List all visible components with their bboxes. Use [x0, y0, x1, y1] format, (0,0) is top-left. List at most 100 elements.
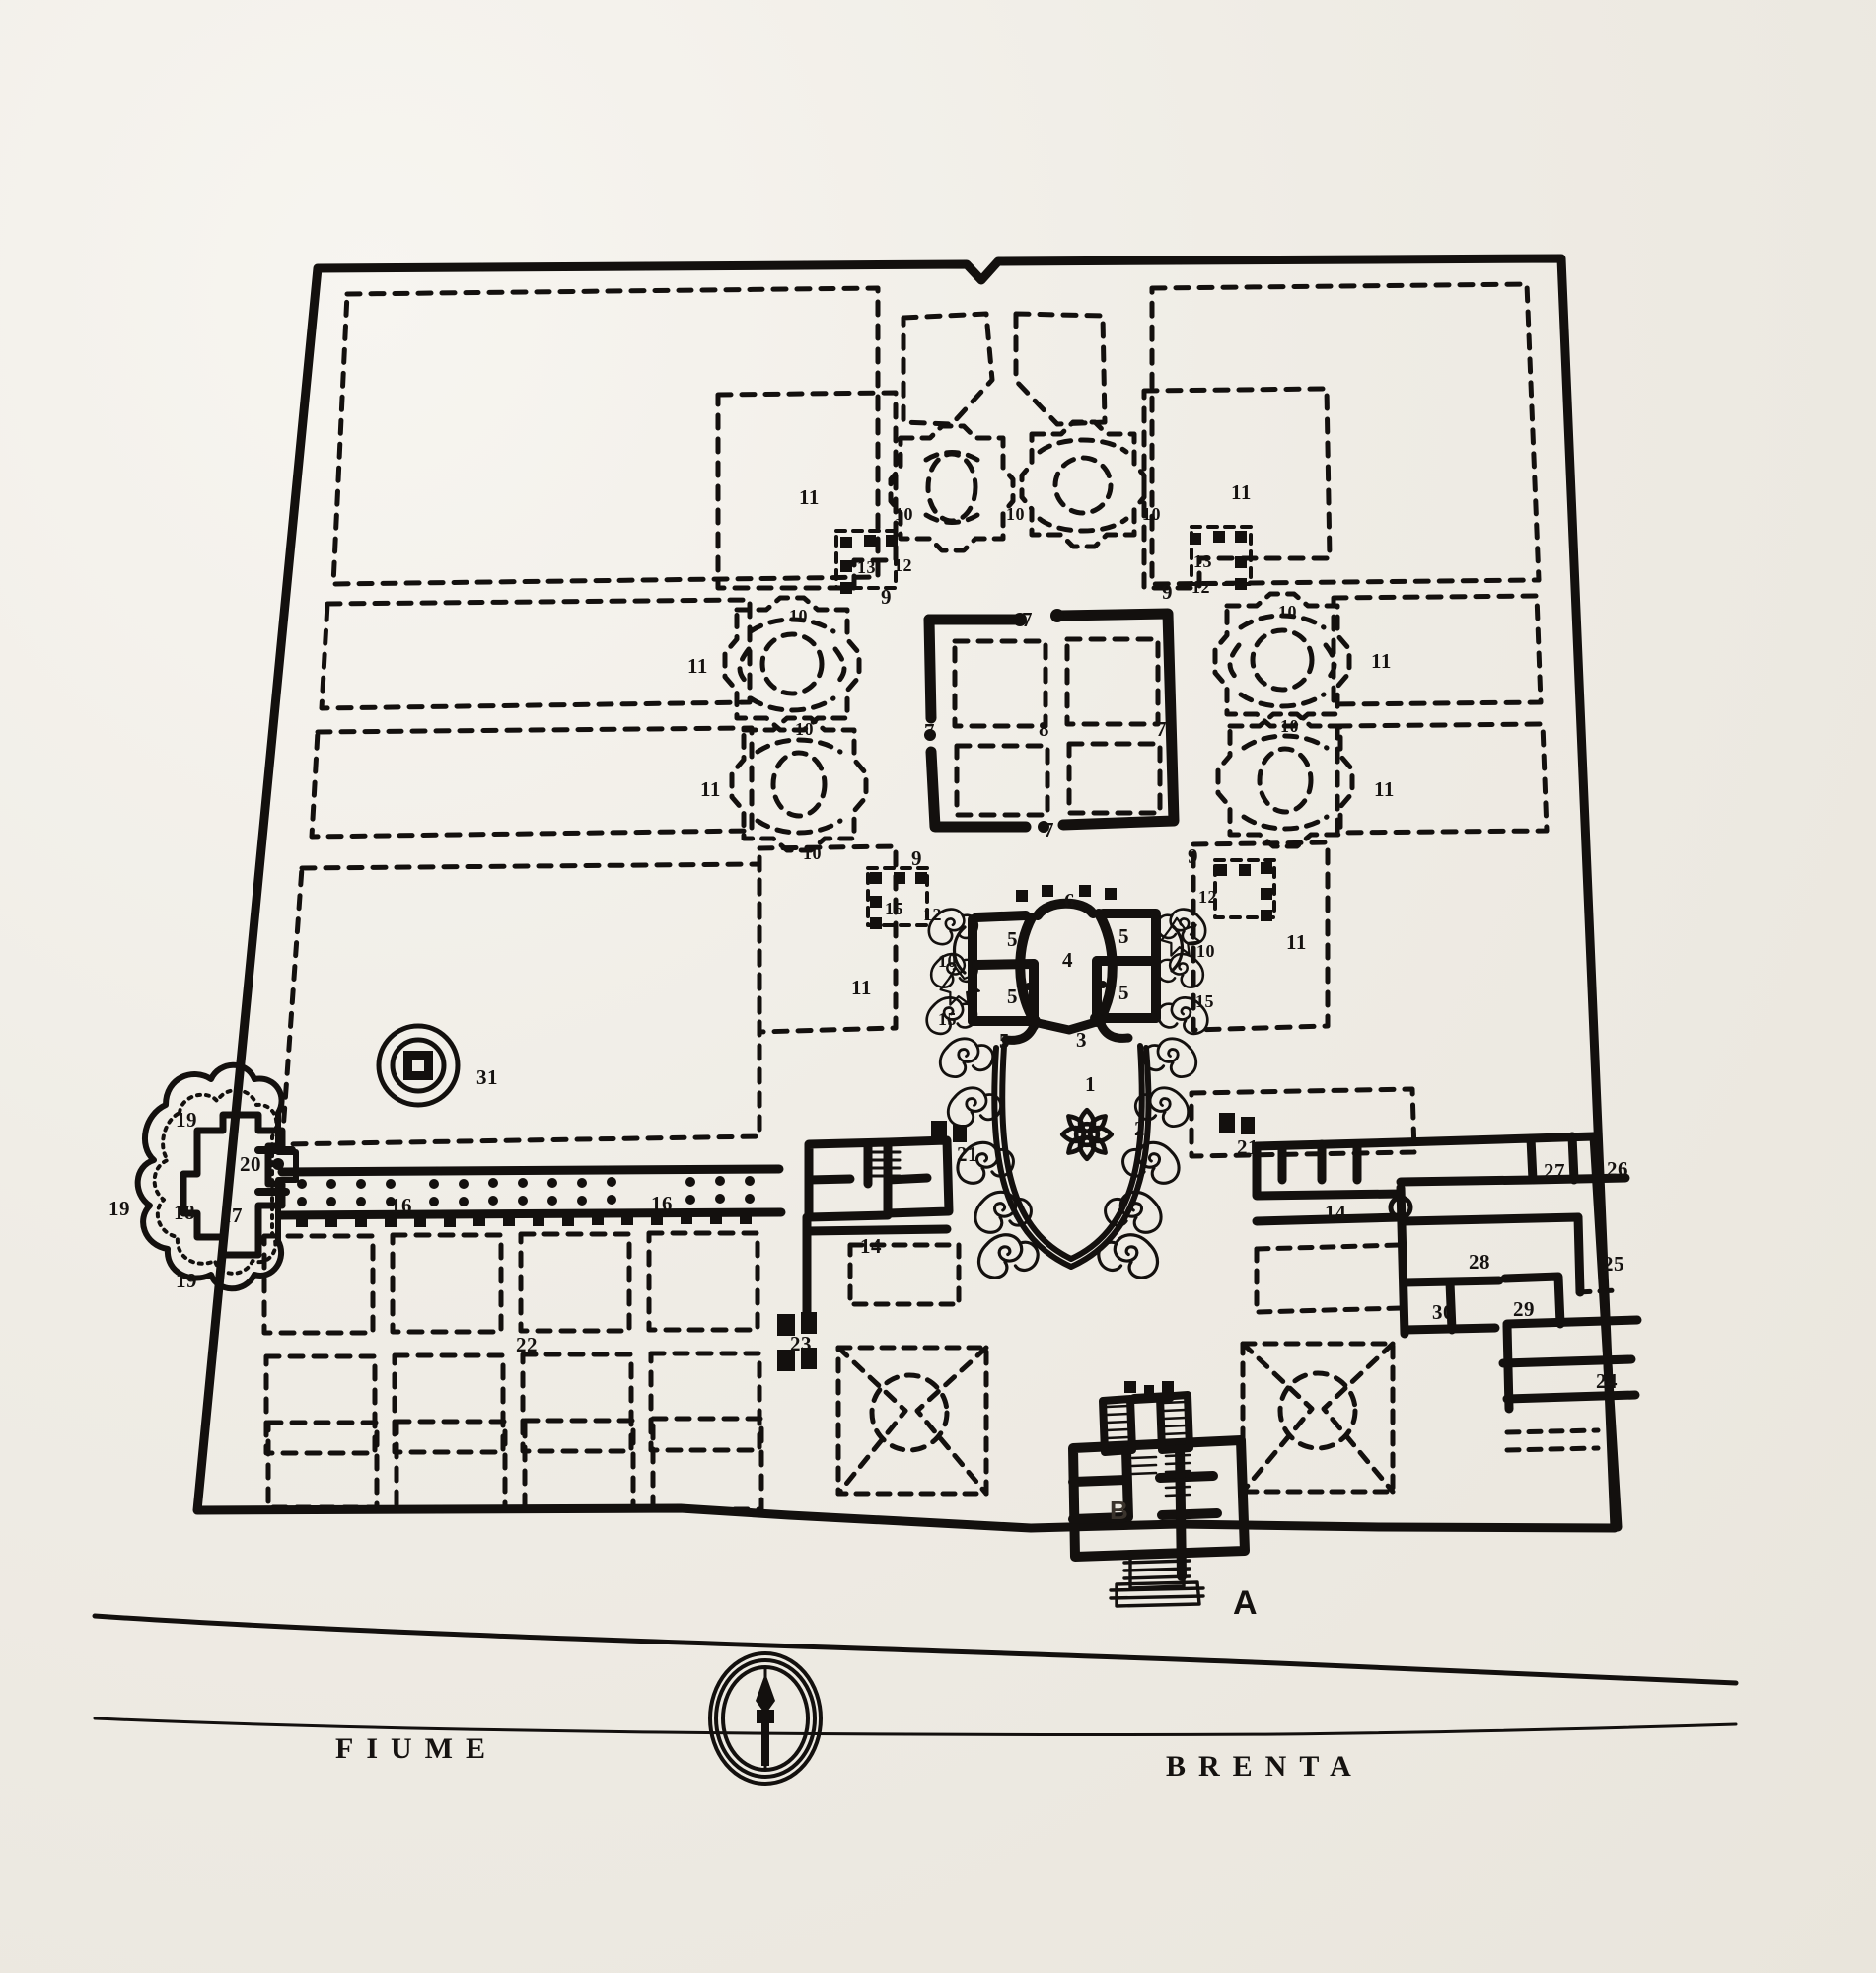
key-label-19: 19 — [176, 1269, 197, 1292]
key-label-9: 9 — [1162, 580, 1173, 604]
key-label-10: 10 — [789, 606, 808, 625]
key-label-10: 10 — [1280, 716, 1299, 736]
top-gate-plots — [901, 311, 1108, 427]
key-label-14: 14 — [1325, 1201, 1346, 1224]
key-label-31: 31 — [476, 1065, 498, 1089]
key-label-10: 10 — [803, 843, 822, 863]
key-label-7: 7 — [924, 719, 935, 743]
marker-cluster-right — [1190, 525, 1253, 586]
key-label-23: 23 — [790, 1332, 812, 1355]
compass-rose-ring — [708, 1651, 823, 1786]
river-bank-line — [92, 1613, 1739, 1686]
building-14-left — [802, 1135, 954, 1327]
key-label-11: 11 — [687, 654, 708, 678]
orchard-grid-22 — [261, 1230, 764, 1512]
marker-a: A — [1233, 1584, 1258, 1622]
key-label-11: 11 — [799, 485, 820, 509]
key-label-7: 7 — [1044, 818, 1054, 841]
key-label-22: 22 — [516, 1333, 538, 1356]
key-label-30: 30 — [1432, 1300, 1454, 1324]
building-b-top-markers — [1124, 1381, 1174, 1395]
oval-fountain-2 — [1062, 1110, 1112, 1159]
key-label-16: 16 — [651, 1192, 673, 1215]
building-b-hatch — [1105, 1400, 1191, 1498]
quatrefoil-pavilion-dotted — [152, 1088, 279, 1276]
roundel-31-hole — [412, 1060, 424, 1071]
avenue-16-walls — [275, 1164, 786, 1220]
key-label-9: 9 — [881, 585, 892, 609]
key-label-10: 10 — [795, 719, 814, 739]
roundel-31 — [376, 1023, 461, 1108]
key-label-7: 7 — [1022, 608, 1033, 631]
key-label-13: 13 — [857, 557, 876, 577]
building-14-left-bed — [847, 1242, 962, 1307]
key-label-6: 6 — [1064, 889, 1075, 913]
key-label-11: 11 — [1374, 777, 1395, 801]
key-label-10: 10 — [895, 504, 913, 524]
walled-garden-gate-nodes — [924, 609, 1064, 833]
key-label-19: 19 — [176, 1108, 197, 1132]
key-label-12: 12 — [923, 905, 942, 924]
key-label-4: 4 — [1062, 948, 1073, 972]
key-label-11: 11 — [1231, 480, 1252, 504]
key-label-19: 19 — [108, 1197, 130, 1220]
outer-hedge-bands — [279, 281, 1550, 1147]
key-label-11: 11 — [1371, 649, 1392, 673]
key-label-5: 5 — [1118, 981, 1129, 1004]
key-label-2: 2 — [1134, 1117, 1145, 1140]
gate-piers-21 — [931, 1113, 1255, 1142]
marker-squares-lower-right — [1215, 862, 1272, 921]
key-label-10: 10 — [1196, 941, 1215, 961]
key-label-15: 15 — [885, 899, 903, 918]
right-complex-gate-node — [1388, 1195, 1413, 1220]
key-label-5: 5 — [1118, 924, 1129, 948]
marker-cluster-lower-left — [866, 866, 929, 927]
villa-main-block — [968, 898, 1161, 1031]
key-label-17: 17 — [221, 1204, 243, 1227]
key-label-8: 8 — [1039, 717, 1049, 741]
right-complex-walls — [1252, 1132, 1642, 1532]
key-label-20: 20 — [240, 1152, 261, 1176]
key-label-3: 3 — [1076, 1028, 1087, 1052]
inner-garden-frames — [715, 386, 1417, 1159]
key-label-21: 21 — [1237, 1135, 1259, 1159]
marker-cluster-lower-right — [1213, 858, 1276, 919]
key-label-27: 27 — [1544, 1159, 1565, 1183]
key-label-5: 5 — [1007, 927, 1018, 951]
key-label-10: 10 — [1142, 504, 1161, 524]
key-label-13: 13 — [1193, 551, 1212, 571]
key-label-9: 9 — [1188, 844, 1198, 868]
key-label-5: 5 — [999, 1029, 1010, 1053]
river-label-left: FIUME — [335, 1732, 498, 1765]
marker-cluster-left — [834, 529, 898, 590]
pavilion-node-20 — [272, 1158, 284, 1170]
circular-parterres — [722, 419, 1355, 853]
key-label-15: 15 — [938, 1009, 957, 1029]
key-label-14: 14 — [860, 1234, 882, 1258]
key-label-11: 11 — [700, 777, 721, 801]
marker-b: B — [1110, 1496, 1128, 1525]
key-label-11: 11 — [1286, 930, 1307, 954]
river-far-line — [93, 1717, 1738, 1736]
lower-parterre-left — [835, 1345, 989, 1497]
key-label-24: 24 — [1596, 1369, 1618, 1393]
key-label-29: 29 — [1513, 1297, 1535, 1321]
key-label-15: 15 — [1195, 991, 1214, 1011]
key-label-12: 12 — [894, 555, 912, 575]
pavilion-link-20 — [254, 1146, 296, 1196]
key-label-11: 11 — [851, 976, 872, 999]
key-label-7: 7 — [1156, 717, 1167, 741]
key-label-18: 18 — [174, 1201, 195, 1224]
key-label-10: 10 — [1278, 602, 1297, 621]
key-label-9: 9 — [911, 846, 922, 870]
key-label-10: 10 — [938, 951, 957, 971]
river-label-right: BRENTA — [1166, 1750, 1364, 1783]
key-label-26: 26 — [1607, 1157, 1628, 1181]
key-label-5: 5 — [1007, 985, 1018, 1008]
baroque-scroll-parterres — [925, 908, 1209, 1279]
key-label-16: 16 — [391, 1194, 412, 1217]
key-label-12: 12 — [1198, 887, 1217, 907]
building-b-towers — [1099, 1391, 1193, 1456]
